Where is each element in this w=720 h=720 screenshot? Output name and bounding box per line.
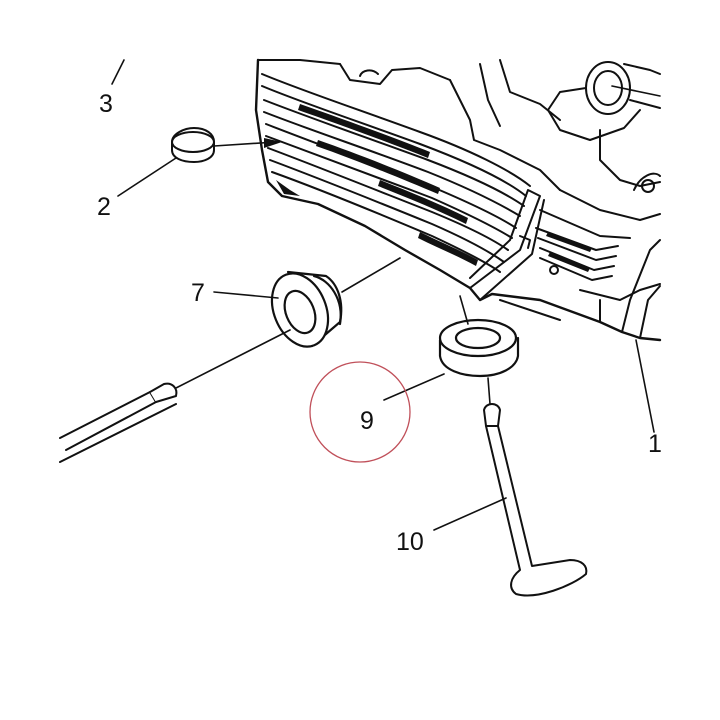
callout-1: 1: [648, 430, 662, 458]
leader-lines: [111, 59, 661, 531]
callout-9: 9: [360, 407, 374, 435]
part-2-shim: [171, 127, 215, 163]
callout-labels: 3 2 7 9 10 1: [97, 90, 662, 556]
leader-7: [213, 291, 279, 299]
leader-9-axis: [459, 295, 469, 325]
valve-stem-left: [59, 382, 178, 463]
callout-9-highlight-circle: [309, 361, 411, 463]
leader-axis-left: [175, 329, 291, 389]
part-9-washer: [438, 318, 520, 378]
leader-1: [635, 339, 655, 433]
leader-2: [117, 157, 177, 197]
callout-10: 10: [396, 528, 424, 556]
callout-7: 7: [191, 279, 205, 307]
callout-2: 2: [97, 193, 111, 221]
cylinder-head: [254, 58, 662, 342]
leader-1-top: [611, 85, 661, 97]
part-7-seal: [270, 270, 343, 348]
arrowhead: [264, 138, 282, 148]
leader-10: [433, 497, 507, 531]
part-10-valve: [483, 403, 588, 597]
callout-3: 3: [99, 90, 113, 118]
leader-10-axis: [487, 377, 491, 405]
leader-3: [111, 59, 125, 85]
leader-9: [383, 373, 445, 401]
leader-7-axis: [341, 257, 401, 293]
